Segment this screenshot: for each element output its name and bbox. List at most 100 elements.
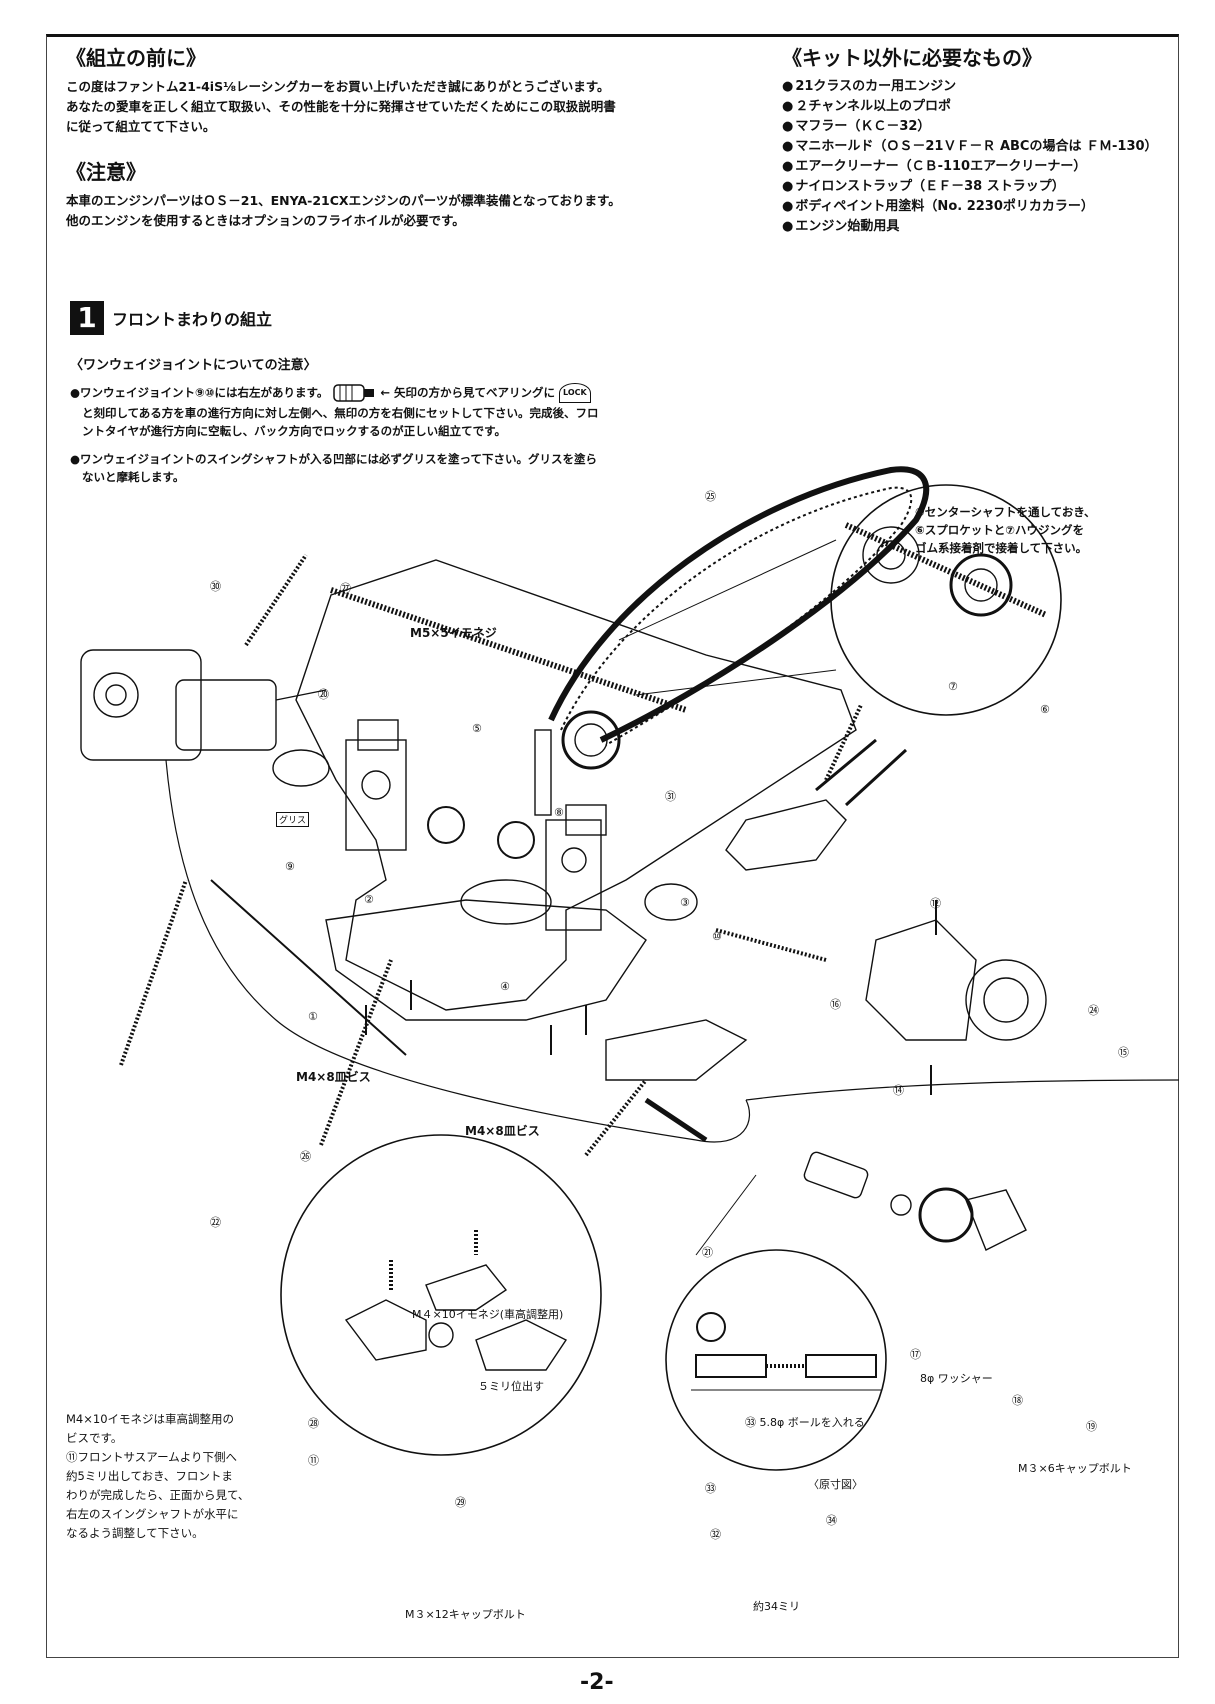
center-shaft-line-2: ⑥スプロケットと⑦ハウジングを	[915, 523, 1084, 537]
part-number: ⑭	[893, 1084, 904, 1097]
required-item: ２チャンネル以上のプロポ	[782, 97, 1158, 117]
required-items-section: 《キット以外に必要なもの》 21クラスのカー用エンジン ２チャンネル以上のプロポ…	[782, 42, 1158, 237]
part-number: ㉕	[705, 490, 716, 503]
post	[534, 729, 552, 816]
part-number: ⑰	[910, 1348, 921, 1361]
caution-heading: 《注意》	[66, 160, 146, 184]
required-item: エンジン始動用具	[782, 217, 1158, 237]
chassis-plate	[295, 559, 857, 1011]
part-number: ㉖	[300, 1150, 311, 1163]
caution-line-2: 他のエンジンを使用するときはオプションのフライホイルが必要です。	[66, 213, 465, 228]
side-note-line-2: ビスです。	[66, 1431, 123, 1445]
before-assembly-line-1: この度はファントム21-4iS⅛レーシングカーをお買い上げいただき誠にありがとう…	[66, 79, 610, 94]
ball-label: ㉝ 5.8φ ボールを入れる	[745, 1416, 865, 1429]
ride-height-side-note: M4×10イモネジは車高調整用の ビスです。 ⑪フロントサスアームより下側へ 約…	[66, 1410, 296, 1543]
required-item: ナイロンストラップ（ＥＦ－38 ストラップ）	[782, 177, 1158, 197]
bearing-plate	[965, 1189, 1027, 1251]
bearing-left	[427, 806, 465, 844]
m4x8-center-label: M4×8皿ビス	[465, 1124, 540, 1138]
note2-part-a: ●ワンウェイジョイントのスイングシャフトが入る凹部には必ずグリスを塗って下さい。…	[70, 452, 597, 466]
shaft-20	[244, 553, 308, 647]
part-number: ⑲	[1086, 1420, 1097, 1433]
m4x8-left-label: M4×8皿ビス	[296, 1070, 371, 1084]
part-number: ⑨	[285, 860, 295, 873]
center-shaft	[330, 587, 687, 713]
part-number: ⑱	[1012, 1394, 1023, 1407]
part-number: ㉒	[210, 1216, 221, 1229]
upper-arm	[725, 799, 847, 871]
part-number: ㉘	[308, 1417, 319, 1430]
side-note-line-6: 右左のスイングシャフトが水平に	[66, 1507, 239, 1521]
part-number: ㉔	[1088, 1004, 1099, 1017]
side-note-line-4: 約5ミリ出しておき、フロントま	[66, 1469, 233, 1483]
note1-part-a: ●ワンウェイジョイント⑨⑩には右左があります。	[70, 385, 329, 400]
part-number: ⑪	[308, 1454, 319, 1467]
oneway-joint-right	[644, 883, 698, 921]
note1-part-c: と刻印してある方を車の進行方向に対し左側へ、無印の方を右側にセットして下さい。完…	[82, 406, 599, 420]
bearing-icon	[333, 384, 375, 402]
washer-label: 8φ ワッシャー	[920, 1372, 993, 1385]
shaft-22b	[319, 959, 393, 1146]
part-number: ㉜	[710, 1528, 721, 1541]
shaft-22a	[119, 879, 188, 1066]
oneway-note-2: ●ワンウェイジョイントのスイングシャフトが入る凹部には必ずグリスを塗って下さい。…	[70, 450, 710, 486]
part-number: ⑧	[554, 806, 564, 819]
m3x6-label: M３×6キャップボルト	[1018, 1462, 1132, 1475]
washer	[890, 1194, 912, 1216]
part-number: ⑳	[318, 688, 329, 701]
oneway-joint-left	[272, 749, 330, 787]
lower-arm	[605, 1019, 748, 1081]
shaft-21	[584, 1078, 648, 1157]
page-frame	[46, 34, 1179, 1658]
before-assembly-section: 《組立の前に》 この度はファントム21-4iS⅛レーシングカーをお買い上げいただ…	[66, 42, 616, 137]
page-number: -2-	[580, 1670, 614, 1695]
m5x5-label: M5×5イモネジ	[410, 626, 497, 640]
part-number: ⑯	[830, 998, 841, 1011]
screws	[365, 900, 937, 1095]
required-item: マフラー（ＫＣ－32）	[782, 117, 1158, 137]
part-number: ②	[364, 893, 374, 906]
left-hub-assembly	[80, 649, 327, 761]
note1-part-b: ← 矢印の方から見てベアリングに	[380, 385, 556, 400]
before-assembly-line-3: に従って組立てて下さい。	[66, 119, 216, 134]
oneway-subheading: 〈ワンウェイジョイントについての注意〉	[70, 358, 317, 373]
section-title: フロントまわりの組立	[112, 310, 273, 329]
part-number: ③	[680, 896, 690, 909]
part-number: ㉛	[665, 790, 676, 803]
part-number: ㉞	[826, 1514, 837, 1527]
lock-mark: LOCK	[559, 383, 591, 403]
part-number: ①	[308, 1010, 318, 1023]
part-number: ⑤	[472, 722, 482, 735]
required-item: マニホールド（ＯＳ－21ＶＦ－Ｒ ABCの場合は ＦＭ-130）	[782, 137, 1157, 157]
right-knuckle	[865, 919, 1047, 1041]
approx-34mm-label: 約34ミリ	[753, 1600, 800, 1613]
side-note-line-7: なるよう調整して下さい。	[66, 1526, 204, 1540]
grease-label: グリス	[276, 812, 310, 827]
tie-rod	[210, 879, 407, 1056]
swing-shaft	[715, 928, 827, 962]
five-mm-label: ５ミリ位出す	[478, 1380, 544, 1393]
part-number: ㉙	[455, 1496, 466, 1509]
before-assembly-line-2: あなたの愛車を正しく組立て取扱い、その性能を十分に発揮させていただくためにこの取…	[66, 99, 616, 114]
m3x12-label: M３×12キャップボルト	[405, 1608, 526, 1621]
bearing-right	[497, 821, 535, 859]
part-number: ⑦	[948, 680, 958, 693]
part-number: ⑥	[1040, 703, 1050, 716]
part-number: ㉝	[705, 1482, 716, 1495]
shaft-20-right	[824, 704, 863, 781]
drive-cup	[803, 1151, 869, 1199]
caution-section: 《注意》 本車のエンジンパーツはＯＳ－21、ENYA-21CXエンジンのパーツが…	[66, 156, 621, 231]
part-number: ⑩	[712, 930, 722, 943]
side-note-line-3: ⑪フロントサスアームより下側へ	[66, 1450, 238, 1464]
note2-part-b: ないと摩耗します。	[82, 470, 185, 484]
part-number: ⑮	[1118, 1046, 1129, 1059]
sprocket-detail-circle	[830, 484, 1062, 716]
required-heading: 《キット以外に必要なもの》	[782, 46, 1042, 70]
part-number: ㉚	[210, 580, 221, 593]
m4x10-title: M４×10イモネジ(車高調整用)	[412, 1308, 564, 1321]
part-number: ⑫	[930, 897, 941, 910]
side-note-line-5: わりが完成したら、正面から見て、	[66, 1488, 250, 1502]
required-item: ボディペイント用塗料（No. 2230ポリカカラー）	[782, 197, 1158, 217]
part-number: ㉗	[340, 582, 351, 595]
front-assembly-diagram	[80, 466, 1179, 1471]
